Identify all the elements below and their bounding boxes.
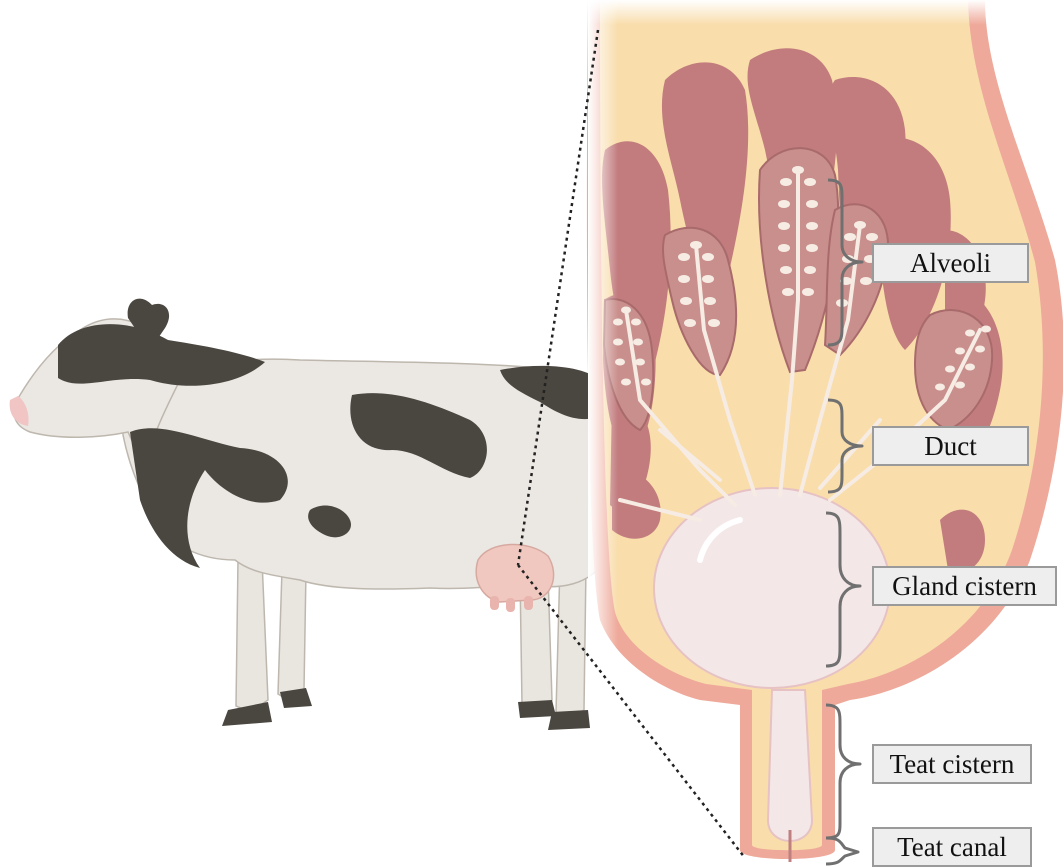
cow-illustration <box>10 299 610 730</box>
duct-label: Duct <box>872 426 1029 466</box>
cow-udder <box>476 544 553 602</box>
teat-canal-label: Teat canal <box>872 827 1032 867</box>
section-fade-top <box>588 0 988 25</box>
cow-teats <box>490 596 533 612</box>
gland-cistern-label: Gland cistern <box>872 566 1057 606</box>
teat-cistern-label: Teat cistern <box>872 744 1032 784</box>
alveoli-label: Alveoli <box>872 243 1029 283</box>
teat-cistern-shape <box>768 690 812 841</box>
section-fade-left <box>588 0 618 700</box>
